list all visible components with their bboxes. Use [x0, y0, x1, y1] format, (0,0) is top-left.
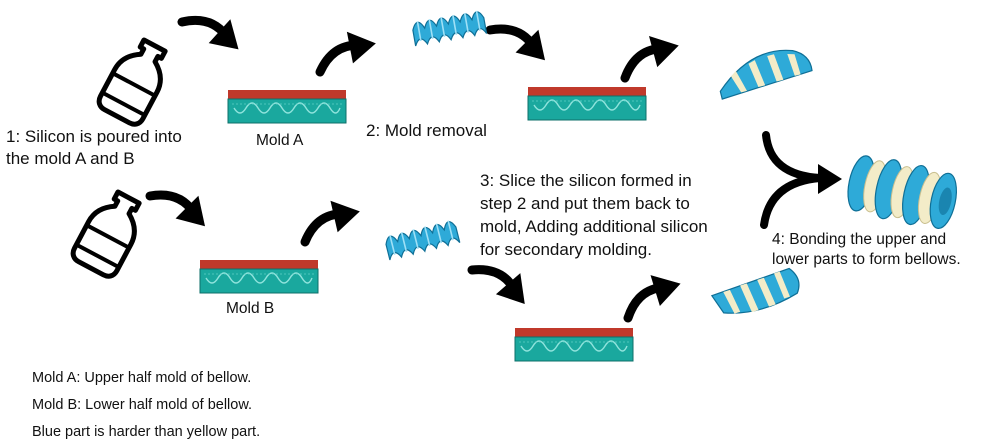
bellows-final-icon: [847, 155, 957, 229]
legend-mold-b: Mold B: Lower half mold of bellow.: [32, 396, 253, 413]
legend-hardness: Blue part is harder than yellow part.: [32, 423, 261, 440]
arrow-icon-3: [489, 6, 558, 69]
mold-b2-icon: [514, 327, 634, 362]
mold-a-label: Mold A: [256, 132, 304, 149]
bellow-upper-half-icon: [719, 49, 813, 100]
step3-line2: step 2 and put them back to: [480, 193, 690, 213]
step3-line3: mold, Adding additional silicon: [480, 216, 708, 236]
step1-label: 1: Silicon is poured into the mold A and…: [6, 126, 182, 170]
arrow-icon-2: [311, 24, 380, 74]
step2-label: 2: Mold removal: [366, 121, 487, 140]
step3-label: 3: Slice the silicon formed in step 2 an…: [480, 170, 708, 262]
legend-mold-a: Mold A: Upper half mold of bellow.: [32, 370, 252, 386]
arrow-icon-6: [295, 193, 364, 244]
silicone-lower-icon: [383, 218, 461, 261]
arrow-icon-1: [181, 0, 250, 59]
mold-a-icon: [227, 89, 347, 124]
legend: Mold A: Upper half mold of bellow. Mold …: [32, 365, 260, 445]
arrow-icon-5: [149, 172, 218, 235]
arrow-icon-8: [616, 265, 686, 319]
step3-line4: for secondary molding.: [480, 239, 652, 259]
step1-line2: the mold A and B: [6, 149, 135, 169]
step4-line2: lower parts to form bellows.: [772, 251, 961, 269]
bellow-lower-half-icon: [710, 267, 800, 314]
step3-line1: 3: Slice the silicon formed in: [480, 171, 692, 190]
arrow-icon-4: [614, 27, 683, 80]
bottle-icon-bottom: [70, 186, 150, 279]
merge-arrow-icon: [760, 131, 842, 229]
silicone-upper-icon: [410, 9, 488, 47]
step4-line1: 4: Bonding the upper and: [772, 231, 947, 248]
step4-label: 4: Bonding the upper and lower parts to …: [772, 230, 961, 270]
mold-b-label: Mold B: [226, 300, 275, 317]
mold-a2-icon: [527, 86, 647, 121]
bottle-icon-top: [96, 34, 176, 127]
mold-b-icon: [199, 259, 319, 294]
step1-line1: 1: Silicon is poured into: [6, 127, 182, 146]
